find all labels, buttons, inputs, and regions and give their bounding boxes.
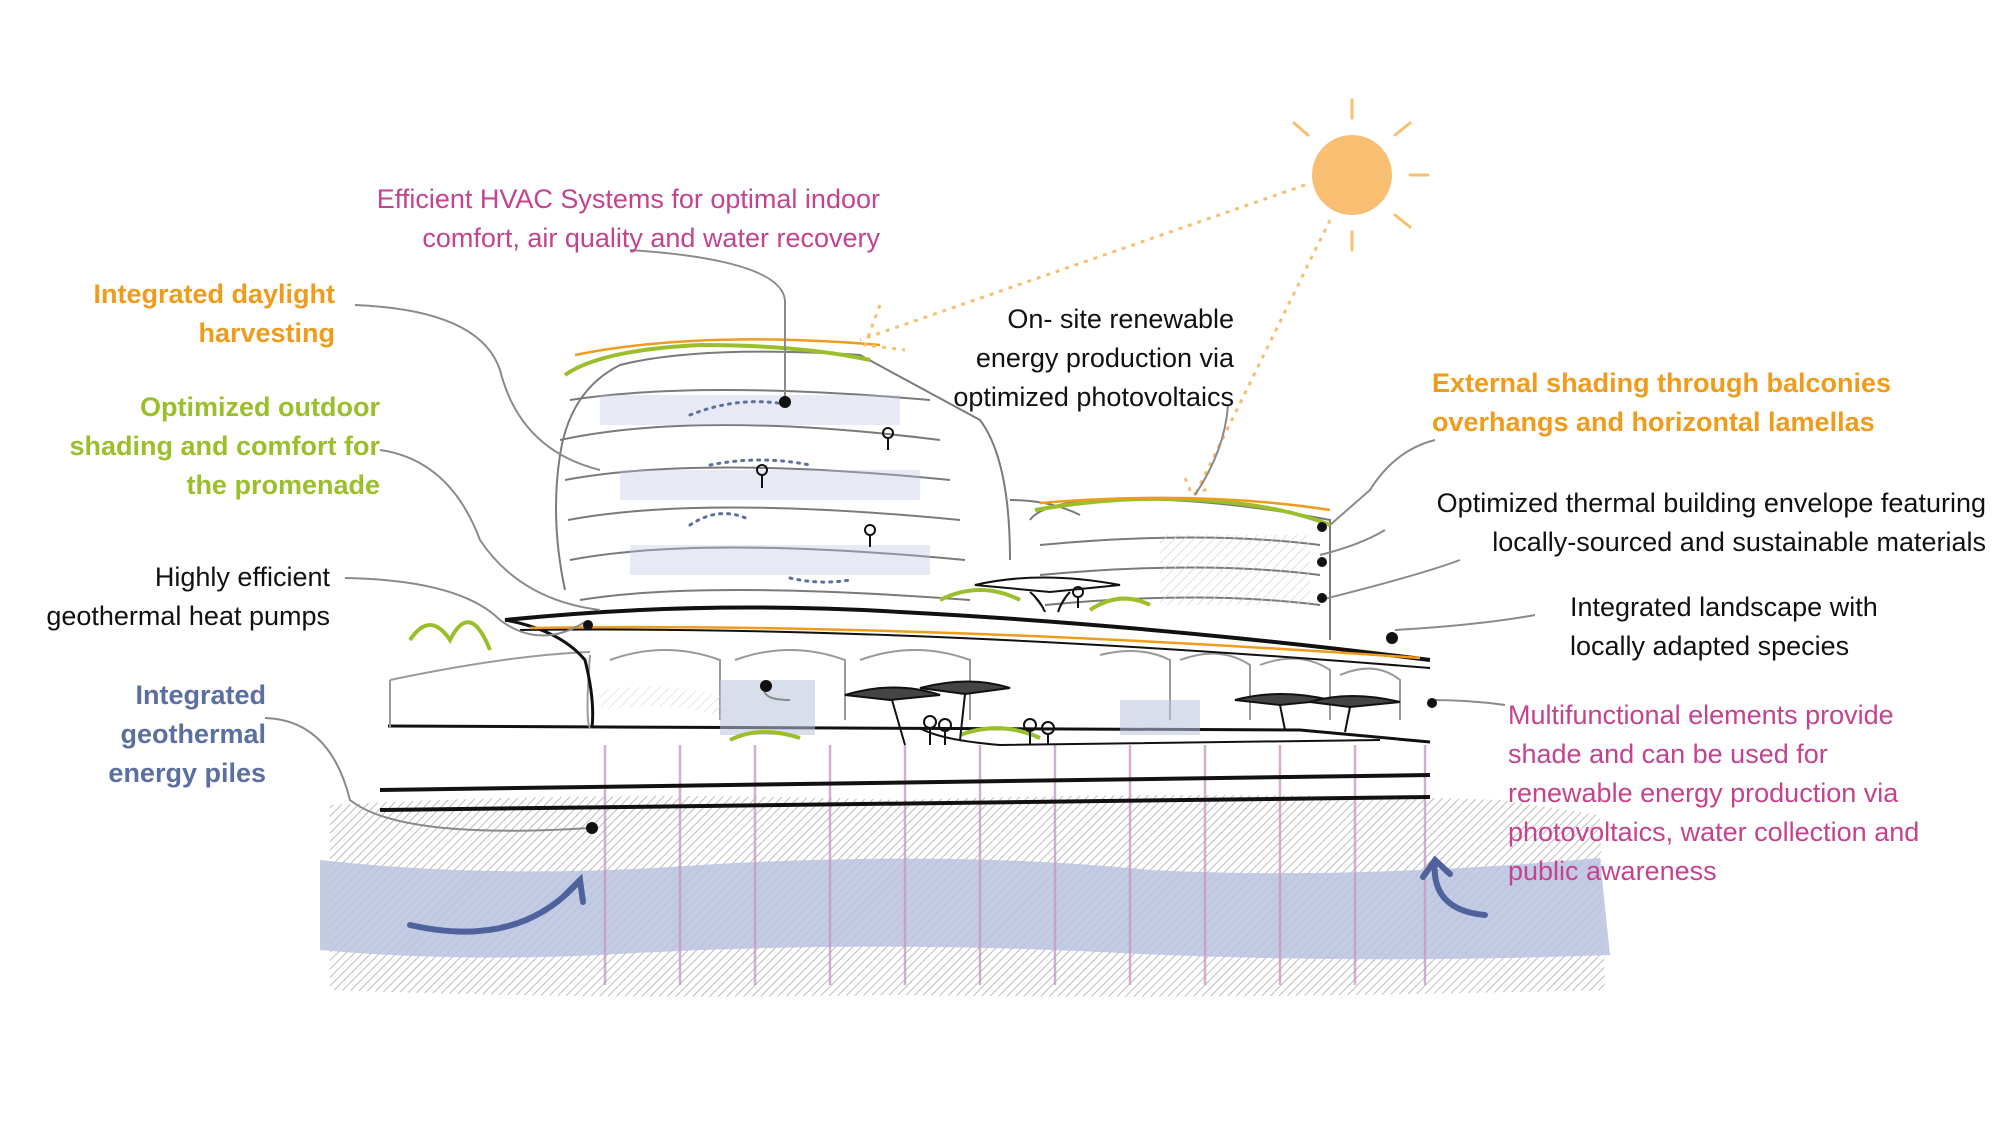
label-pv-line2: energy production via (975, 343, 1234, 373)
label-envelope: Optimized thermal building envelope feat… (1360, 484, 1986, 562)
label-envelope-line1: Optimized thermal building envelope feat… (1436, 488, 1986, 518)
label-daylight: Integrated daylight harvesting (40, 275, 335, 353)
label-multi-line2: shade and can be used for (1508, 739, 1828, 769)
label-shading-line2: overhangs and horizontal lamellas (1432, 407, 1875, 437)
label-hvac: Efficient HVAC Systems for optimal indoo… (340, 180, 880, 258)
label-landscape: Integrated landscape with locally adapte… (1570, 588, 1950, 666)
label-heatpumps-line2: geothermal heat pumps (46, 601, 330, 631)
label-pv: On- site renewable energy production via… (900, 300, 1234, 417)
heat-flow-arrow-icon (407, 855, 1488, 935)
callout-dot-icon (583, 396, 1437, 834)
label-multi-line3: renewable energy production via (1508, 778, 1899, 808)
sun-rays (859, 183, 1332, 497)
label-multifunctional: Multifunctional elements provide shade a… (1508, 696, 1978, 891)
tree-canopy-icon (844, 576, 1401, 746)
label-hvac-line2: comfort, air quality and water recovery (422, 223, 880, 253)
label-shading-line1: External shading through balconies (1432, 368, 1892, 398)
label-pv-line1: On- site renewable (1007, 304, 1234, 334)
canopy-slab (504, 605, 1431, 747)
label-piles-line3: energy piles (108, 758, 266, 788)
label-outdoor-line2: shading and comfort for (69, 431, 381, 461)
label-daylight-line1: Integrated daylight (93, 279, 335, 309)
label-outdoor-line1: Optimized outdoor (140, 392, 380, 422)
building-secondary (1029, 498, 1331, 640)
label-heatpumps-line1: Highly efficient (154, 562, 330, 592)
label-envelope-line2: locally-sourced and sustainable material… (1492, 527, 1986, 557)
label-piles: Integrated geothermal energy piles (60, 676, 266, 793)
label-landscape-line2: locally adapted species (1570, 631, 1850, 661)
label-multi-line4: photovoltaics, water collection and (1508, 817, 1920, 847)
ground (320, 795, 1610, 997)
label-multi-line5: public awareness (1508, 856, 1717, 886)
green-roof (408, 342, 1331, 742)
label-landscape-line1: Integrated landscape with (1570, 592, 1878, 622)
groundwater-band (320, 858, 1610, 960)
label-hvac-line1: Efficient HVAC Systems for optimal indoo… (376, 184, 880, 214)
label-piles-line1: Integrated (135, 680, 266, 710)
pv-roof (529, 338, 1421, 660)
building-tower (555, 350, 1081, 601)
label-pv-line3: optimized photovoltaics (953, 382, 1234, 412)
label-piles-line2: geothermal (120, 719, 266, 749)
sun-icon (1292, 98, 1430, 252)
label-daylight-line2: harvesting (198, 318, 335, 348)
leader-lines (264, 249, 1536, 832)
label-outdoor: Optimized outdoor shading and comfort fo… (40, 388, 381, 505)
person-icon (756, 427, 1084, 745)
label-shading: External shading through balconies overh… (1432, 364, 1912, 442)
label-outdoor-line3: the promenade (186, 470, 380, 500)
label-multi-line1: Multifunctional elements provide (1508, 700, 1894, 730)
foundation-slabs (379, 724, 1431, 812)
label-heatpumps: Highly efficient geothermal heat pumps (20, 558, 330, 636)
